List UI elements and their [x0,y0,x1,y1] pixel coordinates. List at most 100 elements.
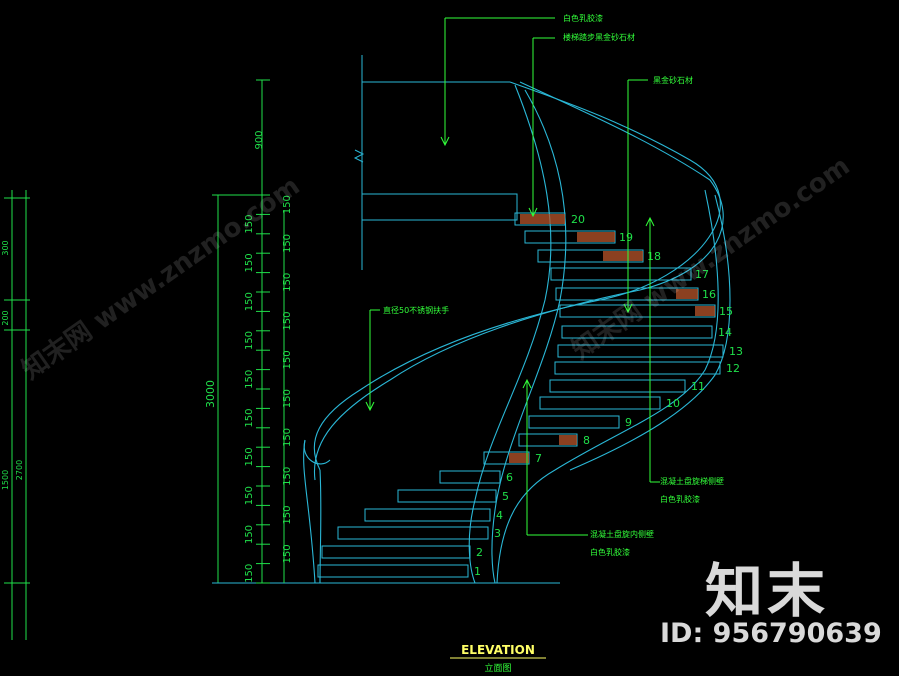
dim-step-label: 150 [244,525,255,544]
dim-total-label: 3000 [204,380,217,408]
annotation-concrete-outer: 混凝土盘旋梯侧壁 [660,476,724,486]
step-number: 6 [506,471,513,484]
spiral-curve [496,189,719,584]
drawing-subtitle: 立面图 [484,662,511,674]
step-number: 13 [729,345,743,358]
dim-top-label: 900 [254,130,265,149]
stair-tread [561,325,713,339]
dim-step-label: 150 [282,506,293,525]
annotation-concrete-inner: 混凝土盘旋内侧壁 [590,529,654,539]
spiral-curve [313,81,724,481]
step-number: 8 [583,434,590,447]
step-number: 9 [625,416,632,429]
step-number: 17 [695,268,709,281]
stair-tread [539,396,661,410]
dim-step-label: 150 [244,370,255,389]
step-number: 7 [535,452,542,465]
annotation-handrail: 直径50不锈钢扶手 [383,305,449,315]
arrow-white-latex-top [440,136,450,147]
step-number: 16 [702,288,716,301]
arrow-concrete-outer [645,216,655,227]
left-dim-label: 200 [1,310,10,325]
wall-break-mark [353,149,365,163]
dim-step-label: 150 [244,215,255,234]
tread-hatch [603,251,643,261]
step-number: 5 [502,490,509,503]
dim-step-label: 150 [282,467,293,486]
step-number: 15 [719,305,733,318]
dim-step-label: 150 [244,486,255,505]
spiral-curve [468,84,552,584]
dim-step-label: 150 [244,564,255,583]
stair-tread [321,545,471,559]
dim-step-label: 150 [282,234,293,253]
annotation-tread-sandstone: 楼梯踏步黑金砂石材 [563,32,635,42]
watermark-brand: 知末 [704,557,829,625]
spiral-curve [303,439,316,584]
tread-hatch [559,435,577,445]
dim-step-label: 150 [244,409,255,428]
stair-tread [554,361,721,375]
annotation-white-latex-bottom: 白色乳胶漆 [590,547,630,557]
left-dim-label: 300 [1,240,10,255]
left-dim-label: 2700 [15,460,24,480]
tread-hatch [509,453,529,463]
stair-tread [549,379,686,393]
step-number: 4 [496,509,503,522]
arrow-black-sandstone [623,303,633,314]
step-number: 11 [691,380,705,393]
tread-hatch [577,232,615,242]
annotation-white-latex-top: 白色乳胶漆 [563,13,603,23]
step-number: 3 [494,527,501,540]
dim-step-label: 150 [282,195,293,214]
stair-tread [317,564,469,578]
stair-tread [397,489,497,503]
step-number: 10 [666,397,680,410]
left-dimension-chain: 300 200 2700 1500 [1,190,30,640]
step-dimension-chain: 900 3000 150 150 150 150 150 150 150 150 150 150 150… [204,79,560,584]
dim-step-label: 150 [282,544,293,563]
annotation-white-latex-right: 白色乳胶漆 [660,494,700,504]
arrow-handrail [365,401,375,412]
stair-tread [439,470,501,484]
material-annotations: 白色乳胶漆楼梯踏步黑金砂石材黑金砂石材直径50不锈钢扶手混凝土盘旋梯侧壁白色乳胶… [365,13,724,557]
left-dim-label: 1500 [1,470,10,490]
tread-hatch [695,306,715,316]
spiral-curve [569,194,731,471]
step-number: 14 [718,326,732,339]
arrow-tread-sandstone [528,207,538,218]
step-number: 1 [474,565,481,578]
dim-step-label: 150 [282,389,293,408]
spiral-curve [319,469,322,584]
watermark-id: ID: 956790639 [660,618,882,649]
tread-hatch [520,214,565,224]
dim-step-label: 150 [282,350,293,369]
handrail-end [303,439,331,465]
spiral-curve [491,89,567,584]
arrow-concrete-inner [522,378,532,389]
drawing-title: ELEVATION [461,643,535,657]
step-number: 2 [476,546,483,559]
stair-tread [550,267,692,281]
dim-step-label: 150 [244,447,255,466]
dim-step-label: 150 [244,292,255,311]
stair-treads [317,212,724,578]
stair-tread [557,344,724,358]
tread-hatch [676,289,698,299]
landing-slab [361,193,518,221]
dim-step-label: 150 [244,253,255,272]
dim-step-label: 150 [244,331,255,350]
dim-step-label: 150 [282,312,293,331]
step-number: 19 [619,231,633,244]
step-number: 18 [647,250,661,263]
title-block: ELEVATION 立面图 [450,643,546,674]
step-number: 20 [571,213,585,226]
stair-tread [528,415,620,429]
stair-tread [364,508,491,522]
dim-step-label: 150 [282,428,293,447]
step-number: 12 [726,362,740,375]
dim-step-label: 150 [282,273,293,292]
